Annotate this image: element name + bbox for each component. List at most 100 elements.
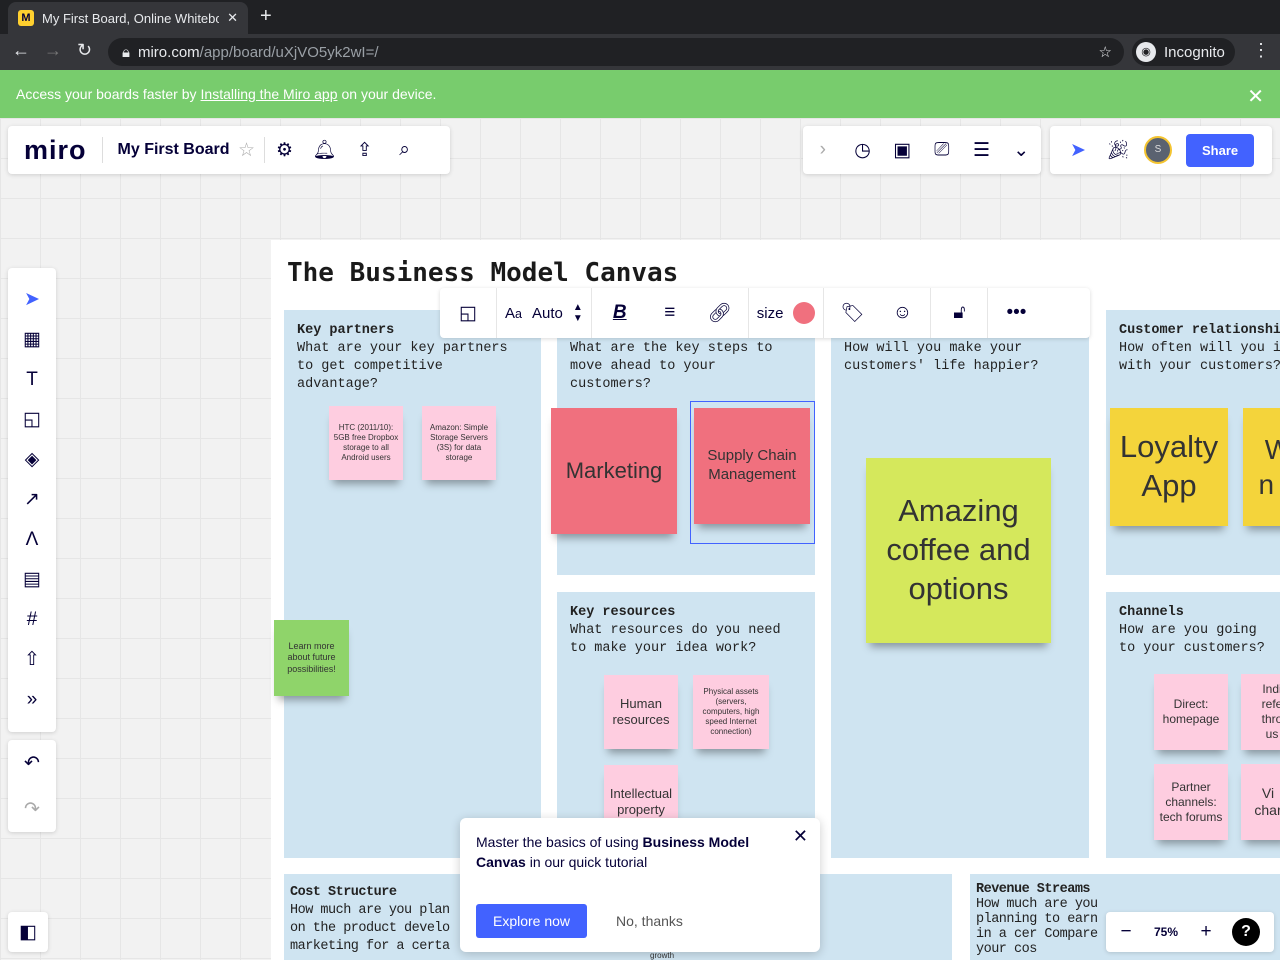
more-tools-icon[interactable]: » xyxy=(26,689,38,710)
timer-icon[interactable]: ◷ xyxy=(854,139,871,161)
notes-icon[interactable]: ☰ xyxy=(973,139,991,161)
chevron-right-icon[interactable]: › xyxy=(819,139,826,160)
explore-now-button[interactable]: Explore now xyxy=(476,904,588,938)
sticky-note[interactable]: Loyalty App xyxy=(1110,408,1228,526)
url-input[interactable]: 🔒︎ miro.com/app/board/uXjVO5yk2wI=/ ☆ xyxy=(108,38,1124,66)
cursor-icon[interactable]: ➤ xyxy=(1070,139,1086,161)
section-title: Key partners xyxy=(297,323,395,338)
redo-icon[interactable]: ↷ xyxy=(24,798,40,820)
section-desc: What are your key partners to get compet… xyxy=(297,341,508,392)
section-title: Revenue Streams xyxy=(976,882,1091,897)
install-app-link[interactable]: Installing the Miro app xyxy=(200,86,338,102)
upload-icon[interactable]: ⇪ xyxy=(356,139,373,161)
upload-icon[interactable]: ⇧ xyxy=(24,649,40,670)
close-banner-icon[interactable]: ✕ xyxy=(1247,86,1264,108)
presentation-icon[interactable]: ⎚ xyxy=(934,139,950,160)
font-size-select[interactable]: Auto xyxy=(531,304,563,322)
settings-icon[interactable]: ⚙ xyxy=(276,139,294,161)
shapes-icon[interactable]: ◈ xyxy=(24,449,40,470)
forward-icon[interactable]: → xyxy=(44,40,62,60)
avatar[interactable]: S xyxy=(1144,136,1172,164)
celebrate-icon[interactable]: 🎉︎ xyxy=(1105,140,1131,161)
board-panel-toggle[interactable]: ◧ xyxy=(8,912,48,952)
back-icon[interactable]: ← xyxy=(12,40,30,60)
sticky-note-partial[interactable]: growth xyxy=(650,951,675,960)
sticky-note[interactable]: Partner channels: tech forums xyxy=(1154,764,1228,840)
color-picker[interactable] xyxy=(793,302,816,324)
new-tab-icon[interactable]: + xyxy=(260,5,272,27)
url-path: /app/board/uXjVO5yk2wI=/ xyxy=(199,43,379,61)
sticky-shape-icon[interactable]: ◱ xyxy=(459,302,477,324)
bookmark-star-icon[interactable]: ☆ xyxy=(1098,44,1112,61)
sticky-note-icon[interactable]: ◱ xyxy=(23,409,41,430)
divider xyxy=(263,137,265,163)
sticky-note[interactable]: Human resources xyxy=(604,675,678,749)
section-title: Customer relationshi xyxy=(1119,323,1280,338)
tools-panel: › ◷ ▣ ⎚ ☰ ⌄ xyxy=(803,126,1041,174)
emoji-icon[interactable]: ☺ xyxy=(892,302,913,323)
section-desc: How much are you plan on the product dev… xyxy=(290,903,450,954)
incognito-badge[interactable]: ◉ Incognito xyxy=(1132,38,1235,66)
sticky-note[interactable]: Direct: homepage xyxy=(1154,674,1228,750)
comment-icon[interactable]: ▤ xyxy=(23,569,41,590)
frame-icon[interactable]: # xyxy=(26,609,38,630)
bold-icon[interactable]: B xyxy=(612,302,627,323)
collab-panel: ➤ 🎉︎ S Share xyxy=(1050,126,1272,174)
miro-logo[interactable]: miro xyxy=(24,134,87,165)
zoom-level[interactable]: 75% xyxy=(1153,925,1179,939)
install-app-banner: Access your boards faster by Installing … xyxy=(0,70,1280,118)
sticky-note[interactable]: HTC (2011/10): 5GB free Dropbox storage … xyxy=(329,406,403,480)
incognito-icon: ◉ xyxy=(1136,42,1156,62)
divider xyxy=(101,137,103,163)
selection-box[interactable] xyxy=(690,401,815,544)
help-icon[interactable]: ? xyxy=(1232,918,1260,946)
tag-icon[interactable]: 🏷︎ xyxy=(840,303,865,324)
text-icon[interactable]: T xyxy=(26,369,38,390)
pen-icon[interactable]: Λ xyxy=(25,529,39,550)
incognito-label: Incognito xyxy=(1164,43,1225,61)
unlock-icon[interactable]: 🔓︎ xyxy=(953,302,966,323)
sticky-note[interactable]: Indi refe thro us xyxy=(1241,674,1280,750)
browser-tab[interactable]: M My First Board, Online Whiteboard ✕ xyxy=(8,2,248,34)
reload-icon[interactable]: ↻ xyxy=(77,40,93,60)
address-bar: ← → ↻ 🔒︎ miro.com/app/board/uXjVO5yk2wI=… xyxy=(0,34,1280,70)
chevron-down-double-icon[interactable]: ⌄ xyxy=(1013,139,1030,161)
star-icon[interactable]: ☆ xyxy=(238,139,256,161)
card-icon[interactable]: ▣ xyxy=(893,139,912,161)
sticky-note[interactable]: Amazon: Simple Storage Servers (3S) for … xyxy=(422,406,496,480)
arrow-icon[interactable]: ↗ xyxy=(24,489,40,510)
close-popup-icon[interactable]: ✕ xyxy=(792,826,808,846)
sticky-note[interactable]: Vi char xyxy=(1241,764,1280,840)
board-title: The Business Model Canvas xyxy=(287,258,679,288)
select-icon[interactable]: ➤ xyxy=(24,289,40,310)
board-header-panel: miro My First Board ☆ ⚙ 🔔︎ ⇪ ⌕ xyxy=(8,126,450,174)
sticky-note[interactable]: Marketing xyxy=(551,408,677,534)
font-size-stepper-icon[interactable]: ▲▼ xyxy=(572,302,583,324)
share-button[interactable]: Share xyxy=(1186,133,1255,167)
tutorial-popup: Master the basics of using Business Mode… xyxy=(460,818,820,952)
sidebar-icon: ◧ xyxy=(19,921,37,943)
no-thanks-button[interactable]: No, thanks xyxy=(616,913,683,929)
search-icon[interactable]: ⌕ xyxy=(399,139,410,160)
close-tab-icon[interactable]: ✕ xyxy=(227,10,238,25)
zoom-out-icon[interactable]: − xyxy=(1120,921,1132,942)
link-icon[interactable]: 🔗︎ xyxy=(707,303,732,324)
browser-menu-icon[interactable]: ⋮ xyxy=(1252,40,1270,60)
templates-icon[interactable]: ▦ xyxy=(23,329,41,350)
font-icon[interactable]: Aa xyxy=(505,304,522,322)
sticky-note-selected[interactable]: Supply Chain Management xyxy=(694,408,810,524)
sticky-note[interactable]: Learn more about future possibilities! xyxy=(274,620,349,696)
sticky-note[interactable]: Physical assets (servers, computers, hig… xyxy=(693,675,769,749)
bell-icon[interactable]: 🔔︎ xyxy=(312,140,337,161)
sticky-note[interactable]: Amazing coffee and options xyxy=(866,458,1051,643)
board-name[interactable]: My First Board xyxy=(117,141,230,158)
sticky-note[interactable]: W n o xyxy=(1243,408,1280,526)
undo-icon[interactable]: ↶ xyxy=(24,752,40,774)
size-button[interactable]: size xyxy=(756,304,784,322)
align-center-icon[interactable]: ≡ xyxy=(664,302,676,323)
more-icon[interactable]: ••• xyxy=(1006,302,1027,323)
banner-text-end: on your device. xyxy=(341,86,437,102)
zoom-in-icon[interactable]: + xyxy=(1200,921,1212,942)
